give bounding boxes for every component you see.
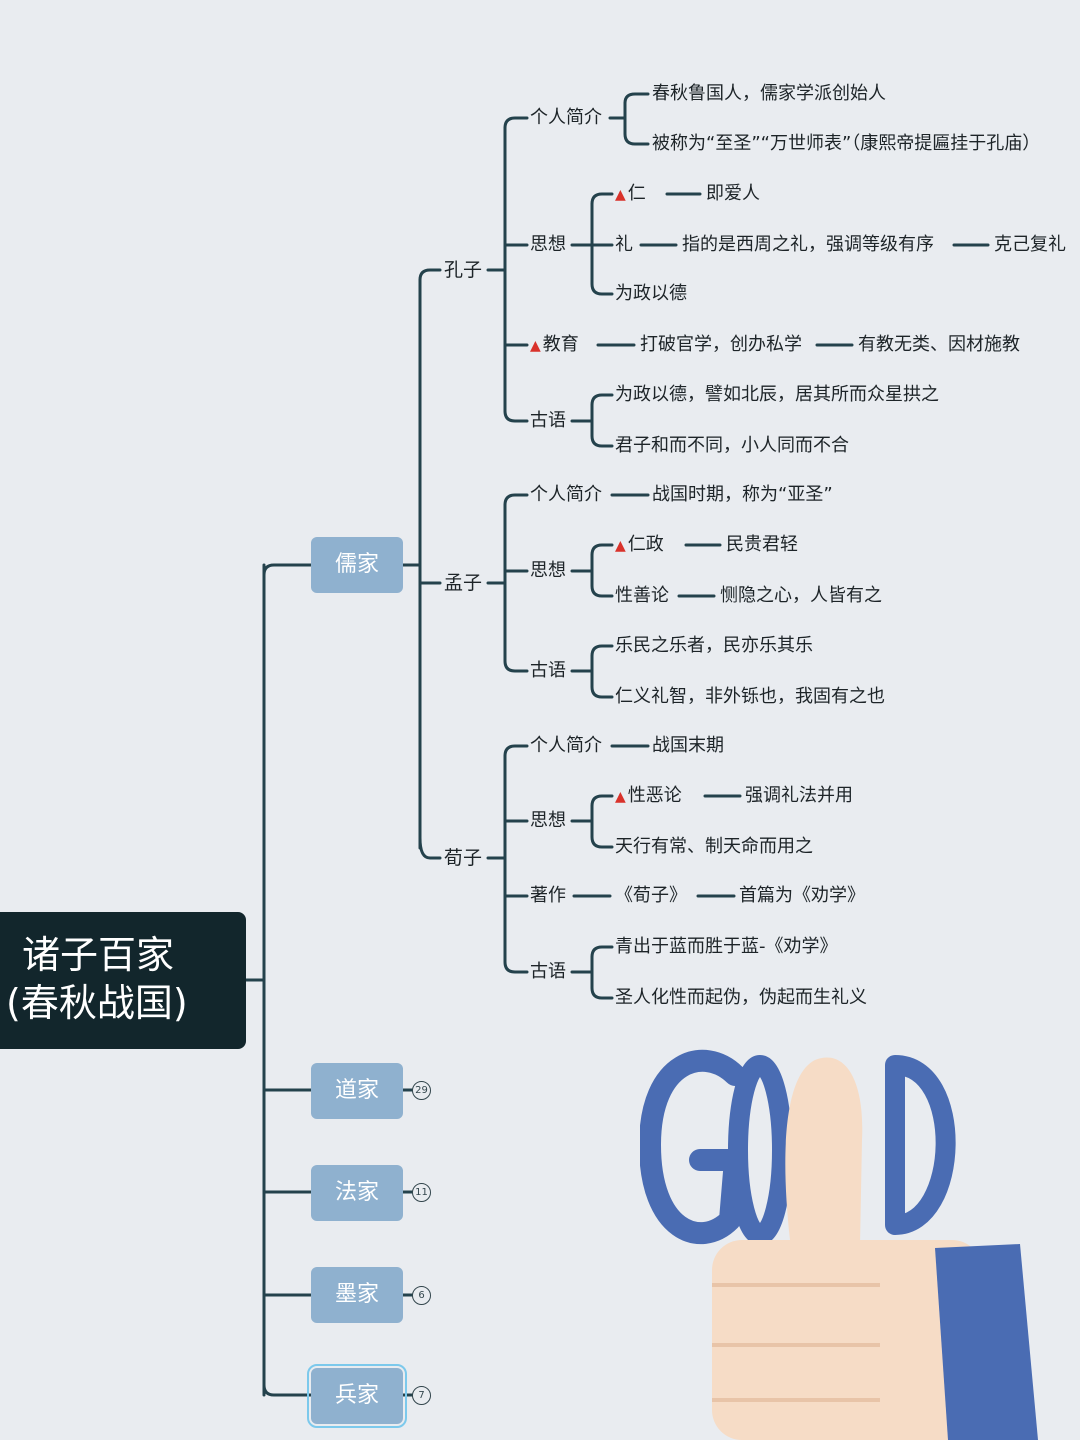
node-text[interactable]: 仁义礼智，非外铄也，我固有之也 [615,686,885,707]
node-text[interactable]: 乐民之乐者，民亦乐其乐 [615,635,813,656]
node-text[interactable]: 指的是西周之礼，强调等级有序 [682,234,934,255]
node-text[interactable]: 《荀子》 [615,885,687,906]
node-label[interactable]: 著作 [530,885,566,906]
node-label[interactable]: 思想 [530,234,566,255]
node-key-point[interactable]: ▲仁政 [615,534,664,555]
important-triangle-icon: ▲ [615,538,626,554]
collapsed-count-badge[interactable]: 7 [412,1386,431,1405]
school-fajia[interactable]: 法家 [311,1165,403,1221]
node-label[interactable]: 古语 [530,410,566,431]
node-xunzi[interactable]: 荀子 [444,847,483,869]
important-triangle-icon: ▲ [530,338,541,354]
node-text[interactable]: 强调礼法并用 [745,785,853,806]
root-topic[interactable]: 诸子百家 (春秋战国) [0,912,246,1049]
node-label[interactable]: 个人简介 [530,107,602,128]
node-text[interactable]: 礼 [615,234,633,255]
node-text[interactable]: 打破官学，创办私学 [640,334,802,355]
node-key-point[interactable]: ▲教育 [530,334,579,355]
node-text[interactable]: 天行有常、制天命而用之 [615,836,813,857]
node-label[interactable]: 古语 [530,961,566,982]
node-text[interactable]: 民贵君轻 [726,534,798,555]
node-text[interactable]: 即爱人 [706,183,760,204]
node-text[interactable]: 君子和而不同，小人同而不合 [615,435,849,456]
node-text[interactable]: 被称为“至圣”“万世师表”（康熙帝提匾挂于孔庙） [652,133,1041,154]
node-key-point[interactable]: ▲仁 [615,183,646,204]
node-text[interactable]: 青出于蓝而胜于蓝-《劝学》 [615,936,838,957]
node-text[interactable]: 恻隐之心，人皆有之 [720,585,882,606]
node-mengzi[interactable]: 孟子 [444,572,483,594]
node-label[interactable]: 古语 [530,660,566,681]
important-triangle-icon: ▲ [615,187,626,203]
school-mojia[interactable]: 墨家 [311,1267,403,1323]
node-text[interactable]: 为政以德，譬如北辰，居其所而众星拱之 [615,384,939,405]
node-key-point[interactable]: ▲性恶论 [615,785,682,806]
node-label[interactable]: 个人简介 [530,484,602,505]
node-text[interactable]: 战国末期 [652,735,724,756]
node-text[interactable]: 首篇为《劝学》 [739,885,865,906]
good-thumbs-up-sticker [640,1049,1038,1440]
school-rujia[interactable]: 儒家 [311,537,403,593]
node-text[interactable]: 有教无类、因材施教 [858,334,1020,355]
school-bingjia[interactable]: 兵家 [307,1364,407,1428]
node-text[interactable]: 春秋鲁国人，儒家学派创始人 [652,83,886,104]
node-text[interactable]: 性善论 [615,585,669,606]
collapsed-count-badge[interactable]: 6 [412,1286,431,1305]
root-title: 诸子百家 [22,933,175,977]
collapsed-count-badge[interactable]: 11 [412,1183,431,1202]
node-kongzi[interactable]: 孔子 [444,259,483,281]
root-subtitle: (春秋战国) [6,981,188,1025]
node-text[interactable]: 圣人化性而起伪，伪起而生礼义 [615,987,867,1008]
node-label[interactable]: 思想 [530,810,566,831]
node-text[interactable]: 克己复礼 [994,234,1066,255]
collapsed-count-badge[interactable]: 29 [412,1081,431,1100]
node-label[interactable]: 思想 [530,560,566,581]
node-label[interactable]: 个人简介 [530,735,602,756]
school-daojia[interactable]: 道家 [311,1063,403,1119]
node-text[interactable]: 战国时期，称为“亚圣” [652,484,833,505]
important-triangle-icon: ▲ [615,789,626,805]
node-text[interactable]: 为政以德 [615,283,687,304]
